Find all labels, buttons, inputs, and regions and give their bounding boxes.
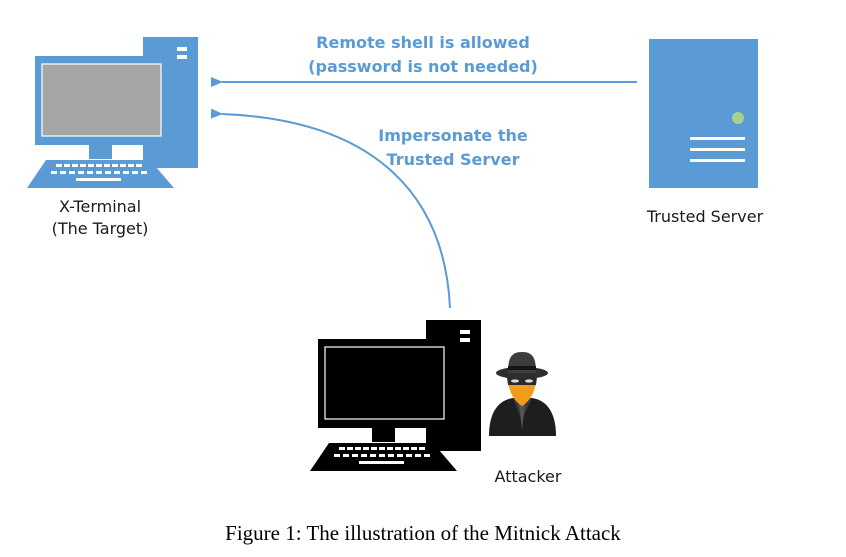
trust-label-line1: Remote shell is allowed [316,33,530,52]
trust-edge-label: Remote shell is allowed (password is not… [268,31,578,79]
impersonation-edge-label: Impersonate the Trusted Server [348,124,558,172]
target-label-line1: X-Terminal [58,197,142,216]
server-vent [690,159,745,162]
target-label-line2: (The Target) [51,219,149,238]
attacker-computer-icon [310,320,481,471]
target-computer-icon [27,37,198,188]
monitor-screen [324,346,445,420]
impersonation-label-line1: Impersonate the [378,126,528,145]
server-label: Trusted Server [646,207,764,226]
monitor-stand [89,145,112,159]
keyboard-keys [51,164,147,181]
figure-caption: Figure 1: The illustration of the Mitnic… [225,521,621,545]
tower-slot [460,330,470,334]
monitor-stand [372,428,395,442]
tower-slot [460,338,470,342]
monitor-screen [41,63,162,137]
trust-label-line2: (password is not needed) [308,57,538,76]
target-label: X-Terminal (The Target) [30,196,170,240]
keyboard-keys [334,447,430,464]
spy-hat-icon [489,352,556,436]
server-vent [690,137,745,140]
server-led [732,112,744,124]
tower-slot [177,55,187,59]
attacker-label: Attacker [494,467,562,486]
impersonation-arrow [210,108,451,309]
tower-slot [177,47,187,51]
impersonation-label-line2: Trusted Server [386,150,520,169]
trusted-server-icon [649,39,758,188]
server-vent [690,148,745,151]
